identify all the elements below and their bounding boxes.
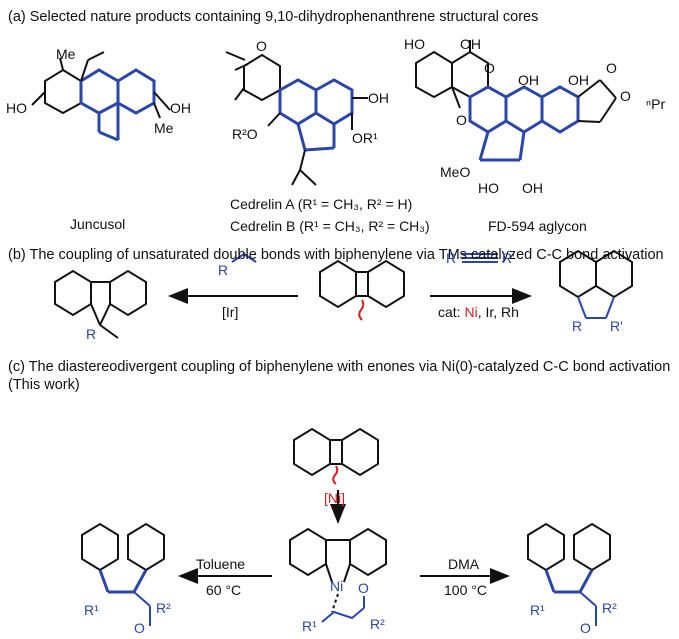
- fd-meo: MeO: [440, 164, 471, 180]
- b-cat-ni: Ni: [464, 304, 478, 320]
- fd-ho1: HO: [404, 36, 425, 52]
- fd-o-xan: O: [456, 112, 467, 128]
- juncusol-structure: [31, 51, 171, 142]
- b-right-reagent-r: R: [446, 250, 457, 266]
- product-left-c: [81, 522, 165, 626]
- cedrelin-oh: OH: [368, 90, 389, 106]
- b-left-reagent-r: R: [218, 262, 229, 278]
- juncusol-me-bottom: Me: [154, 120, 174, 136]
- b-cat-rest: , Ir, Rh: [477, 304, 519, 320]
- fluorene-product: [54, 269, 147, 339]
- fd594-structure: [415, 40, 617, 162]
- heading-b-text: (b) The coupling of unsaturated double b…: [8, 247, 664, 263]
- cedrelin-o: O: [256, 38, 267, 54]
- fd-npr: ⁿPr: [646, 96, 666, 112]
- c-enone-r2: R²: [370, 616, 385, 632]
- c-right-temp: 100 °C: [444, 582, 487, 598]
- fd-oh-mid: OH: [518, 72, 539, 88]
- c-ni-label: [Ni]: [324, 490, 345, 506]
- juncusol-name: Juncusol: [70, 216, 126, 232]
- b-cat-prefix: cat:: [438, 304, 465, 320]
- phenanthrene-product: [559, 249, 633, 319]
- nickelacycle: [289, 527, 387, 623]
- fd-oh-right: OH: [568, 72, 589, 88]
- cedrelin-structure: [225, 51, 368, 186]
- juncusol-me-top: Me: [56, 46, 76, 62]
- b-product-right-r2: R': [610, 318, 623, 334]
- c-left-r2: R²: [156, 600, 171, 616]
- fd-o-keto: O: [484, 60, 495, 76]
- cedrelin-a: Cedrelin A (R¹ = CH₃, R² = H): [230, 196, 413, 212]
- c-ni-atom: Ni: [330, 578, 344, 594]
- alkene-bond: [231, 252, 257, 263]
- juncusol-ho: HO: [6, 100, 27, 116]
- cedrelin-b: Cedrelin B (R¹ = CH₃, R² = CH₃): [230, 218, 430, 234]
- product-right-c: [527, 522, 611, 626]
- c-right-r2: R²: [602, 600, 617, 616]
- heading-a: (a) Selected nature products containing …: [8, 9, 539, 25]
- cedrelin-or1: OR¹: [352, 130, 378, 146]
- c-enone-r1: R¹: [302, 618, 317, 634]
- c-left-solvent: Toluene: [196, 556, 246, 572]
- c-right-o: O: [580, 620, 591, 636]
- biphenylene-c: [293, 427, 379, 485]
- c-enone-o: O: [358, 580, 369, 596]
- b-product-left-r: R: [86, 326, 97, 342]
- b-product-right-r: R: [572, 318, 583, 334]
- c-left-r1: R¹: [84, 602, 99, 618]
- b-right-cat: cat: Ni, Ir, Rh: [438, 304, 519, 320]
- c-right-r1: R¹: [530, 602, 545, 618]
- heading-c: (c) The diastereodivergent coupling of b…: [8, 359, 671, 393]
- fd594-name: FD-594 aglycon: [488, 218, 587, 234]
- juncusol-oh: OH: [170, 100, 191, 116]
- fd-oh1: OH: [460, 36, 481, 52]
- b-left-cat: [Ir]: [222, 304, 239, 320]
- fd-ho-b: HO: [478, 180, 499, 196]
- biphenylene-b: [319, 259, 405, 321]
- c-left-o: O: [134, 620, 145, 636]
- c-right-solvent: DMA: [448, 556, 480, 572]
- cedrelin-r2o: R²O: [232, 126, 258, 142]
- b-right-reagent-r2: R': [502, 250, 515, 266]
- fd-oh-b: OH: [522, 180, 543, 196]
- heading-b: (b) The coupling of unsaturated double b…: [8, 246, 672, 264]
- fd-o-lac: O: [606, 60, 617, 76]
- c-left-temp: 60 °C: [206, 582, 242, 598]
- fd-o-ring: O: [620, 88, 631, 104]
